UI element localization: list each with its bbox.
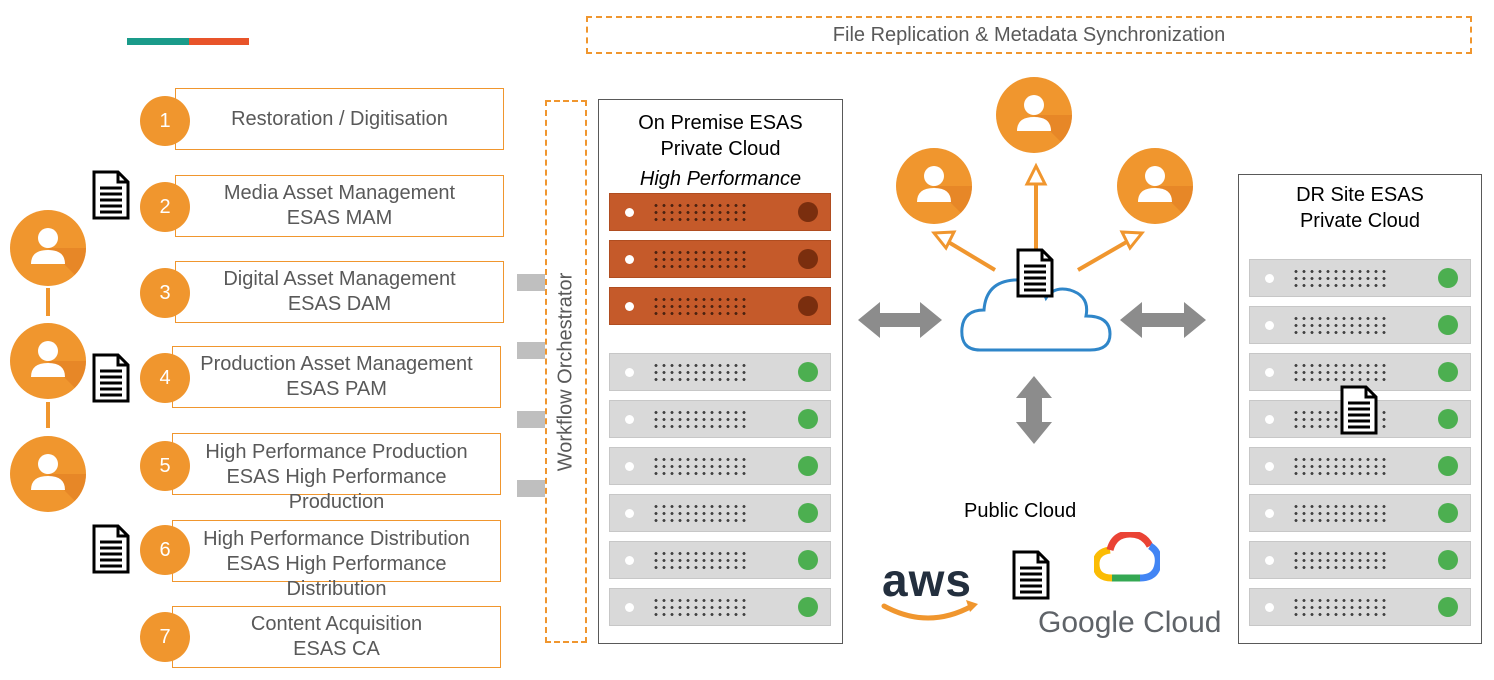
- server-icon: [609, 541, 831, 579]
- public-cloud-label: Public Cloud: [964, 500, 1077, 522]
- step-sublabel: ESAS MAM: [286, 207, 393, 229]
- central-cloud-graphic: [858, 162, 1206, 444]
- user-icon: [1117, 148, 1193, 224]
- onprem-title-line2: Private Cloud: [660, 138, 781, 160]
- onprem-subtitle: High Performance: [639, 168, 802, 190]
- step-sublabel: ESAS High Performance: [226, 553, 447, 575]
- step-box-4: Production Asset Management ESAS PAM: [172, 346, 501, 408]
- accent-bar-red: [189, 38, 249, 45]
- server-icon: [1249, 541, 1471, 579]
- document-icon: [1012, 550, 1050, 600]
- step-box-7: Content Acquisition ESAS CA: [172, 606, 501, 668]
- step-label: Digital Asset Management: [223, 268, 456, 290]
- workflow-orchestrator-label: Workflow Orchestrator: [554, 272, 577, 472]
- server-icon: [609, 400, 831, 438]
- step-sublabel: Distribution: [286, 578, 387, 600]
- document-icon: [92, 524, 130, 574]
- server-icon: [609, 588, 831, 626]
- server-icon: [609, 287, 831, 325]
- server-icon: [1249, 588, 1471, 626]
- user-icon: [10, 210, 86, 286]
- server-icon: [609, 353, 831, 391]
- server-icon: [1249, 447, 1471, 485]
- connector-block: [517, 411, 545, 428]
- drsite-title-line1: DR Site ESAS: [1296, 184, 1424, 206]
- onprem-title: On Premise ESAS Private Cloud: [598, 110, 843, 162]
- user-connector-lines: [46, 288, 50, 428]
- step-number-5: 5: [140, 441, 190, 491]
- step-sublabel: ESAS High Performance: [226, 466, 447, 488]
- aws-logo: aws: [882, 554, 972, 606]
- double-arrow-icon: [858, 302, 942, 338]
- double-arrow-icon: [1016, 376, 1052, 444]
- step-number-2: 2: [140, 182, 190, 232]
- server-icon: [1249, 306, 1471, 344]
- workflow-orchestrator: [545, 100, 587, 643]
- step-number-6: 6: [140, 525, 190, 575]
- step-sublabel: ESAS DAM: [287, 293, 392, 315]
- replication-banner: File Replication & Metadata Synchronizat…: [586, 16, 1472, 54]
- user-icon: [896, 148, 972, 224]
- server-icon: [609, 240, 831, 278]
- server-icon: [1249, 259, 1471, 297]
- step-sublabel: ESAS PAM: [286, 378, 387, 400]
- step-label: Media Asset Management: [223, 182, 456, 204]
- user-icon: [10, 436, 86, 512]
- step-label: Restoration / Digitisation: [231, 107, 448, 130]
- connector-block: [517, 274, 545, 291]
- step-number-1: 1: [140, 96, 190, 146]
- double-arrow-icon: [1120, 302, 1206, 338]
- google-cloud-logo: Google Cloud: [1038, 606, 1222, 639]
- step-label: Production Asset Management: [200, 353, 473, 375]
- user-icon: [10, 323, 86, 399]
- connector-block: [517, 480, 545, 497]
- step-number-7: 7: [140, 612, 190, 662]
- accent-bar: [127, 38, 249, 45]
- step-sublabel: ESAS CA: [293, 638, 380, 660]
- step-sublabel: Production: [288, 491, 385, 513]
- step-label: Content Acquisition: [250, 613, 423, 635]
- server-icon: [1249, 494, 1471, 532]
- user-icon: [996, 77, 1072, 153]
- server-icon: [609, 193, 831, 231]
- document-icon: [1340, 385, 1378, 435]
- step-number-3: 3: [140, 268, 190, 318]
- step-label: High Performance Distribution: [203, 528, 470, 550]
- server-icon: [609, 447, 831, 485]
- step-label: High Performance Production: [205, 441, 468, 463]
- document-icon: [92, 170, 130, 220]
- server-icon: [609, 494, 831, 532]
- google-cloud-logo-icon: [1094, 532, 1160, 582]
- aws-smile-icon: [881, 600, 978, 621]
- document-icon: [1016, 248, 1054, 298]
- document-icon: [92, 353, 130, 403]
- connector-block: [517, 342, 545, 359]
- accent-bar-teal: [127, 38, 189, 45]
- drsite-title-line2: Private Cloud: [1299, 210, 1421, 232]
- step-box-2: Media Asset Management ESAS MAM: [175, 175, 504, 237]
- step-box-1: Restoration / Digitisation: [175, 88, 504, 150]
- step-box-6: High Performance Distribution ESAS High …: [172, 520, 501, 600]
- server-icon: [1249, 353, 1471, 391]
- drsite-title: DR Site ESAS Private Cloud: [1238, 182, 1482, 234]
- step-box-5: High Performance Production ESAS High Pe…: [172, 433, 501, 513]
- cloud-icon: [960, 278, 1112, 352]
- step-box-3: Digital Asset Management ESAS DAM: [175, 261, 504, 323]
- step-number-4: 4: [140, 353, 190, 403]
- onprem-title-line1: On Premise ESAS: [638, 112, 803, 134]
